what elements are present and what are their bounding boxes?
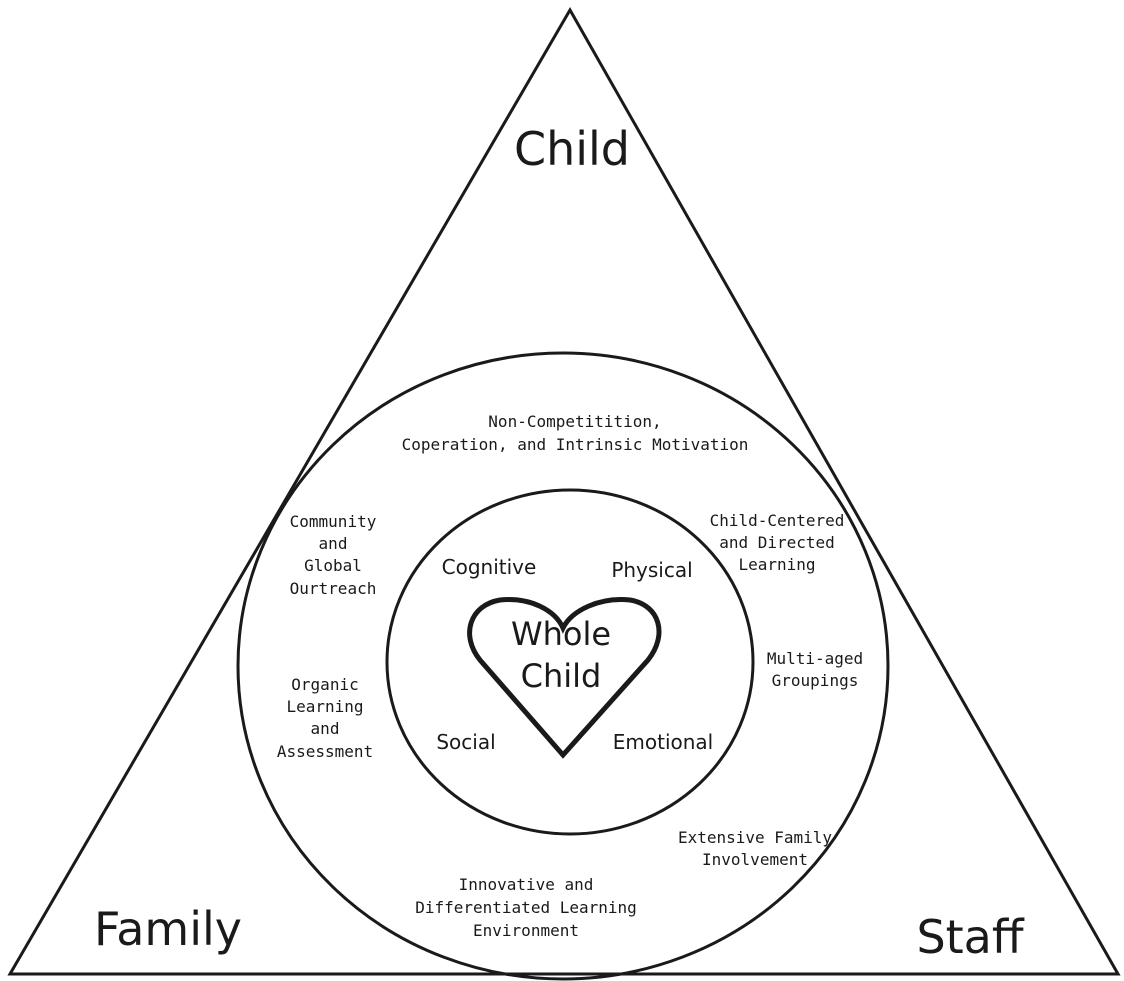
feature-innovative: Innovative and Differentiated Learning E… xyxy=(415,875,637,940)
outer-circle xyxy=(236,351,890,981)
center-label-line2: Child xyxy=(521,657,602,695)
feature-line: Groupings xyxy=(772,671,859,690)
center-label-line1: Whole xyxy=(511,615,611,653)
feature-line: and Directed xyxy=(719,533,835,552)
feature-line: Involvement xyxy=(702,850,808,869)
domain-label-physical: Physical xyxy=(611,558,692,582)
feature-line: Differentiated Learning xyxy=(415,898,637,917)
feature-multi-aged: Multi-aged Groupings xyxy=(767,649,863,690)
feature-line: Innovative and xyxy=(459,875,594,894)
feature-organic: Organic Learning and Assessment xyxy=(277,675,373,761)
corner-label-family: Family xyxy=(94,902,242,956)
domain-label-emotional: Emotional xyxy=(613,730,713,754)
feature-line: Community xyxy=(290,512,377,531)
feature-line: Multi-aged xyxy=(767,649,863,668)
feature-line: Non-Competitition, xyxy=(488,412,661,431)
domain-label-social: Social xyxy=(436,730,495,754)
feature-line: Child-Centered xyxy=(710,511,845,530)
feature-line: Extensive Family xyxy=(678,828,832,847)
feature-line: and xyxy=(311,719,340,738)
feature-child-centered: Child-Centered and Directed Learning xyxy=(710,511,845,574)
feature-non-competition: Non-Competitition, Coperation, and Intri… xyxy=(402,412,749,454)
corner-label-staff: Staff xyxy=(916,910,1024,964)
feature-family-involvement: Extensive Family Involvement xyxy=(678,828,832,869)
feature-line: Environment xyxy=(473,921,579,940)
heart-shape xyxy=(467,597,662,759)
domain-label-cognitive: Cognitive xyxy=(442,555,537,579)
feature-line: Global xyxy=(304,556,362,575)
feature-line: Ourtreach xyxy=(290,579,377,598)
feature-line: and xyxy=(319,534,348,553)
inner-circle xyxy=(385,488,755,836)
feature-line: Learning xyxy=(286,697,363,716)
feature-community: Community and Global Ourtreach xyxy=(290,512,377,598)
feature-line: Organic xyxy=(291,675,358,694)
outer-triangle xyxy=(7,6,1121,976)
feature-line: Learning xyxy=(738,555,815,574)
corner-label-child: Child xyxy=(514,122,630,176)
feature-line: Assessment xyxy=(277,742,373,761)
feature-line: Coperation, and Intrinsic Motivation xyxy=(402,435,749,454)
